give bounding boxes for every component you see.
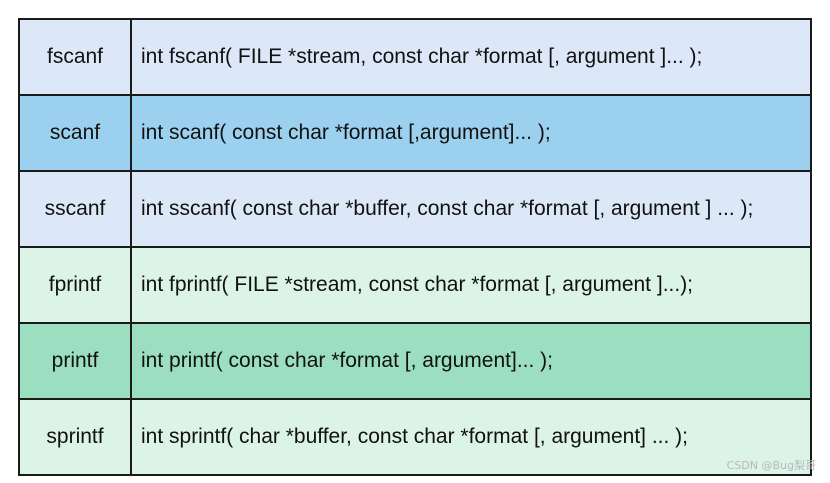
table-row-sprintf: sprintf int sprintf( char *buffer, const… bbox=[18, 398, 812, 476]
function-name-cell: fscanf bbox=[18, 18, 132, 96]
function-signature-cell: int scanf( const char *format [,argument… bbox=[130, 94, 812, 172]
table-row-scanf: scanf int scanf( const char *format [,ar… bbox=[18, 94, 812, 172]
function-signature-cell: int sscanf( const char *buffer, const ch… bbox=[130, 170, 812, 248]
function-name-cell: fprintf bbox=[18, 246, 132, 324]
table-row-sscanf: sscanf int sscanf( const char *buffer, c… bbox=[18, 170, 812, 248]
function-signature-cell: int printf( const char *format [, argume… bbox=[130, 322, 812, 400]
function-signature-table: fscanf int fscanf( FILE *stream, const c… bbox=[18, 18, 812, 476]
function-name-cell: scanf bbox=[18, 94, 132, 172]
function-name-cell: printf bbox=[18, 322, 132, 400]
table-row-fscanf: fscanf int fscanf( FILE *stream, const c… bbox=[18, 18, 812, 96]
table-row-printf: printf int printf( const char *format [,… bbox=[18, 322, 812, 400]
function-name-cell: sscanf bbox=[18, 170, 132, 248]
function-signature-cell: int sprintf( char *buffer, const char *f… bbox=[130, 398, 812, 476]
watermark: CSDN @Bug梨哥 bbox=[726, 459, 816, 472]
function-name-cell: sprintf bbox=[18, 398, 132, 476]
function-signature-cell: int fprintf( FILE *stream, const char *f… bbox=[130, 246, 812, 324]
table-row-fprintf: fprintf int fprintf( FILE *stream, const… bbox=[18, 246, 812, 324]
function-signature-cell: int fscanf( FILE *stream, const char *fo… bbox=[130, 18, 812, 96]
